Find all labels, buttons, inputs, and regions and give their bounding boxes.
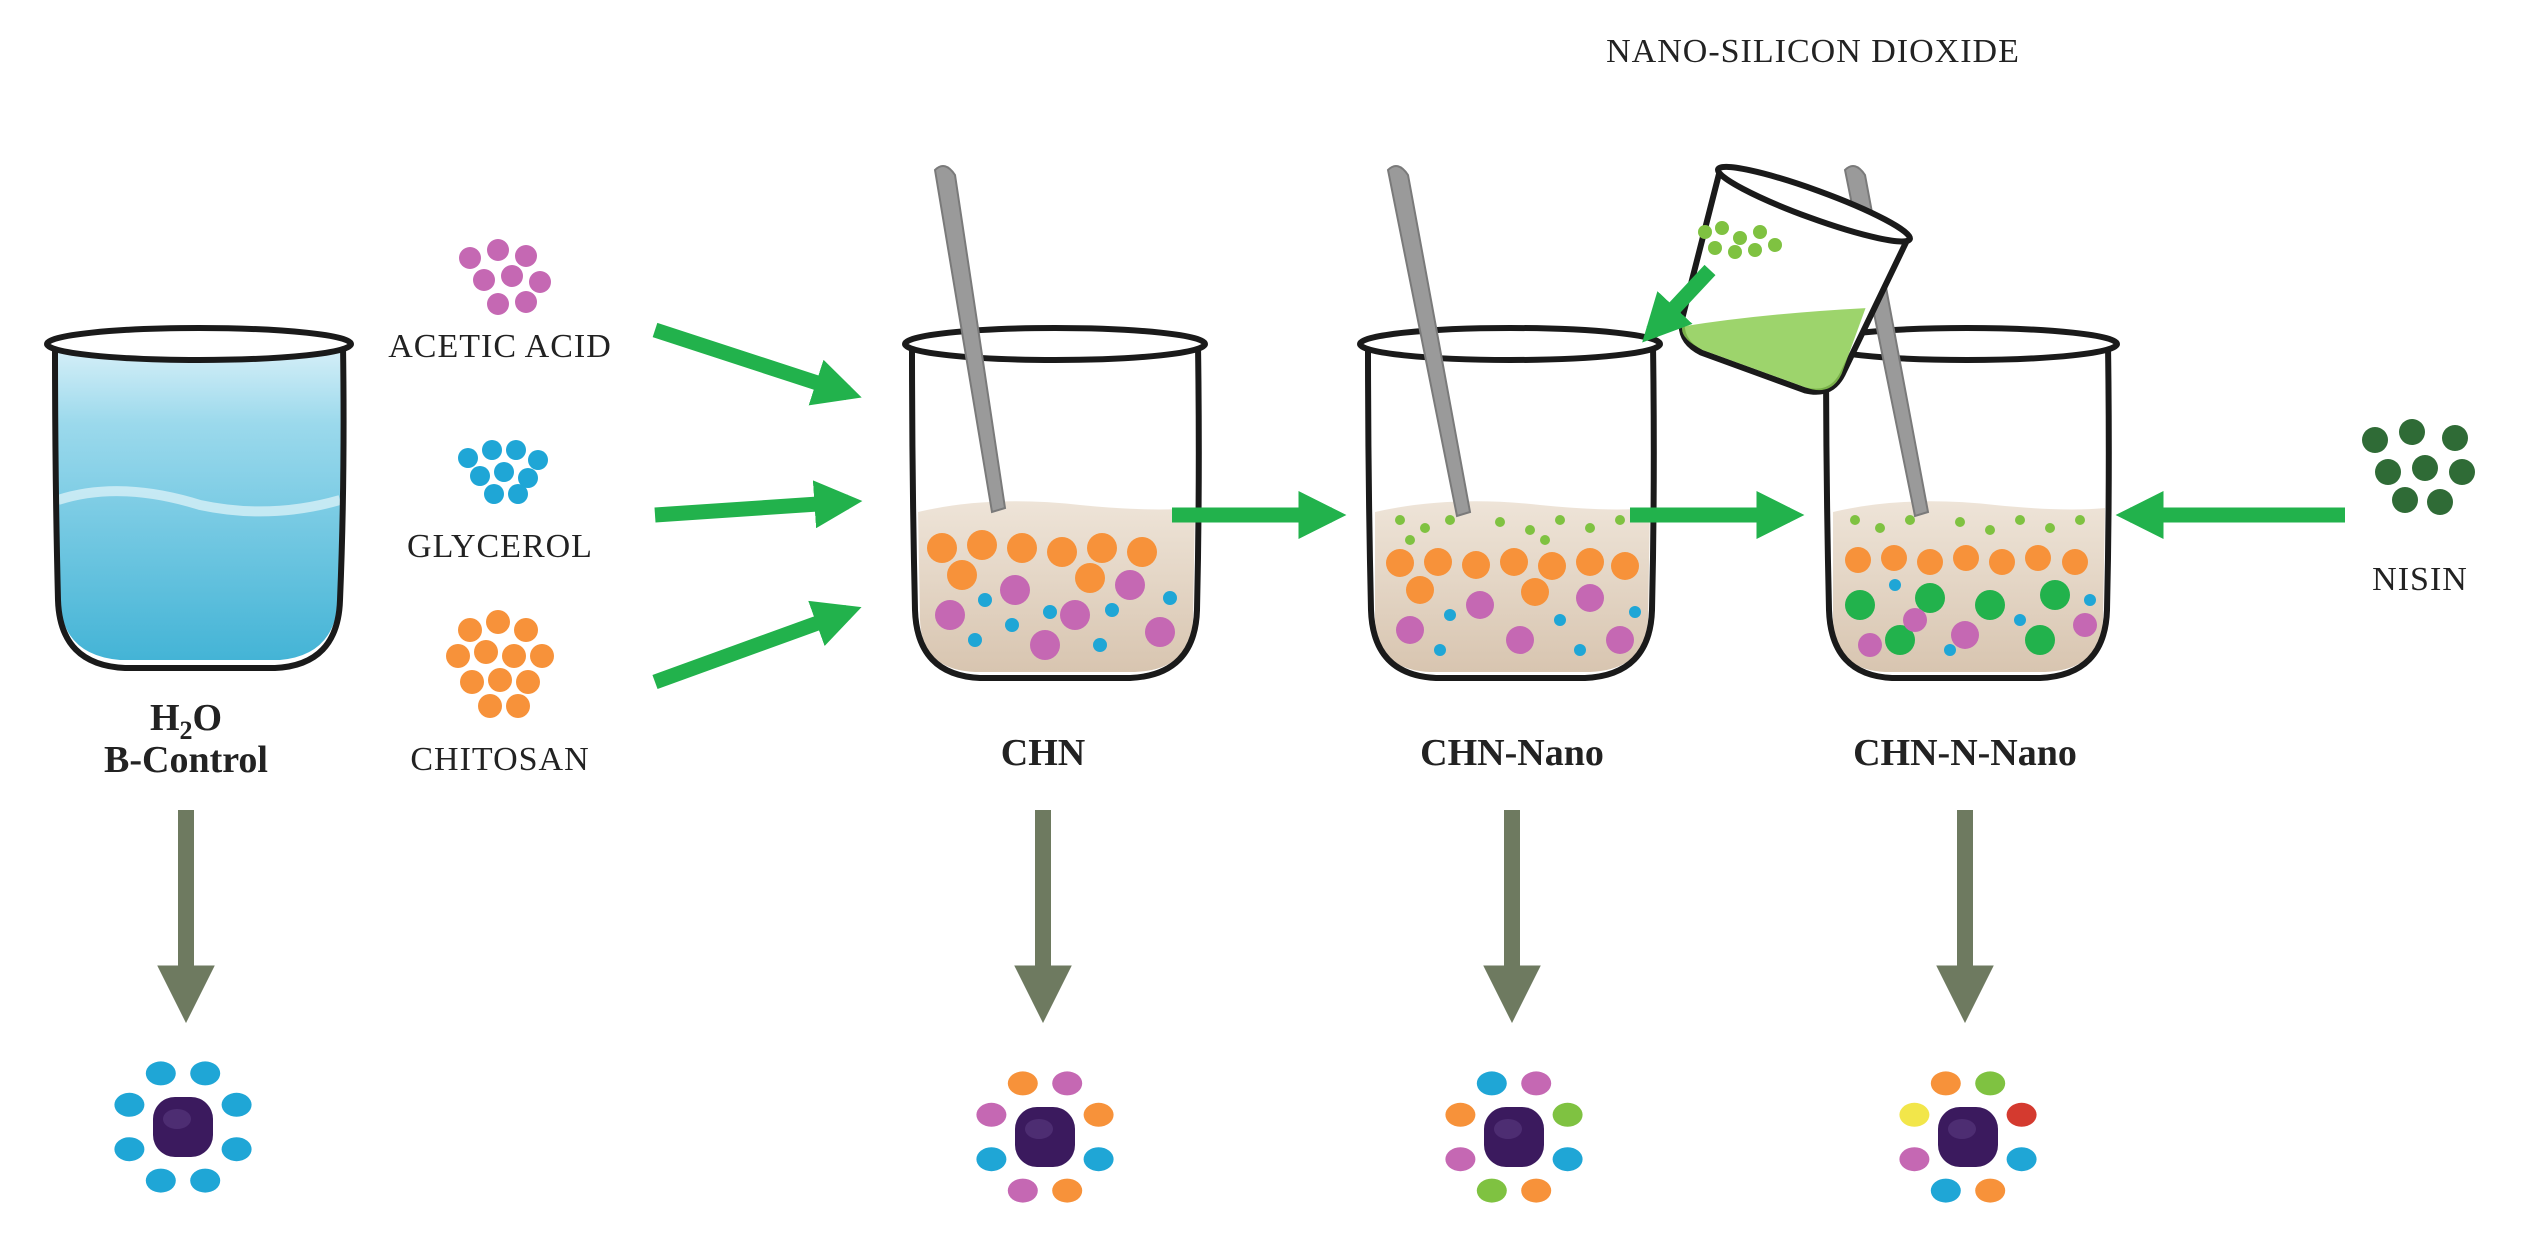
complex-ring-particle xyxy=(1975,1178,2006,1203)
complex-ring-particle xyxy=(114,1137,145,1162)
complex-chn xyxy=(976,1071,1114,1203)
complex-ring-particle xyxy=(1975,1071,2006,1096)
complex-ring-particle xyxy=(1930,1071,1961,1096)
complex-ring-particle xyxy=(1083,1147,1114,1172)
complex-ring-particle xyxy=(1552,1102,1583,1127)
complex-ring-particle xyxy=(1445,1102,1476,1127)
arrow-acetic-to-chn xyxy=(652,322,862,406)
flow-arrows xyxy=(652,264,2345,690)
complex-ring-particle xyxy=(1521,1178,1552,1203)
complex-ring-particle xyxy=(2006,1147,2037,1172)
complex-ring-particle xyxy=(1476,1178,1507,1203)
complex-chn-n-nano xyxy=(1899,1071,2037,1203)
chn-particles xyxy=(927,530,1177,660)
nisin-cluster xyxy=(2362,419,2475,515)
complex-ring-particle xyxy=(1083,1102,1114,1127)
b-control-label: B-Control xyxy=(104,739,268,781)
arrow-chitosan-to-chn xyxy=(652,600,862,690)
complex-ring-particle xyxy=(1552,1147,1583,1172)
arrow-glycerol-to-chn xyxy=(654,480,863,529)
complex-ring-particle xyxy=(1899,1147,1930,1172)
beaker-chn xyxy=(902,165,1208,681)
complex-b-control xyxy=(114,1061,252,1193)
complex-ring-particle xyxy=(1476,1071,1507,1096)
nano-silicon-granules xyxy=(1698,221,1782,259)
acetic-acid-cluster xyxy=(459,239,551,315)
complex-ring-particle xyxy=(1007,1178,1038,1203)
complex-core-highlight xyxy=(163,1109,191,1129)
complex-ring-particle xyxy=(190,1061,221,1086)
beaker-chn-nano xyxy=(1357,165,1663,681)
complex-ring-particle xyxy=(976,1102,1007,1127)
acetic-acid-label: ACETIC ACID xyxy=(388,328,612,365)
complex-ring-particle xyxy=(145,1061,176,1086)
glycerol-label: GLYCEROL xyxy=(407,528,593,565)
glycerol-cluster xyxy=(458,440,548,504)
pouring-beaker-nano-silicon xyxy=(1678,163,1913,395)
nano-silicon-label: NANO-SILICON DIOXIDE xyxy=(1606,33,2020,70)
down-arrows xyxy=(157,810,1994,1024)
chn-nano-label: CHN-Nano xyxy=(1420,732,1604,774)
chn-label: CHN xyxy=(1001,732,1085,774)
complex-ring-particle xyxy=(114,1092,145,1117)
complex-core-highlight xyxy=(1948,1119,1976,1139)
complex-ring-particle xyxy=(190,1168,221,1193)
complex-ring-particle xyxy=(1052,1071,1083,1096)
complex-ring-particle xyxy=(1899,1102,1930,1127)
chn-n-nano-particles xyxy=(1845,515,2097,657)
water-formula-label: H2O xyxy=(150,697,222,745)
nisin-label: NISIN xyxy=(2372,561,2468,598)
complex-core-highlight xyxy=(1025,1119,1053,1139)
beaker-chn-n-nano xyxy=(1814,165,2120,681)
chn-n-nano-label: CHN-N-Nano xyxy=(1853,732,2077,774)
complex-ring-particle xyxy=(1930,1178,1961,1203)
complex-ring-particle xyxy=(221,1092,252,1117)
complex-ring-particle xyxy=(976,1147,1007,1172)
complex-ring-particle xyxy=(145,1168,176,1193)
arrow-nano-to-chn-nano xyxy=(1642,264,1716,343)
complex-chn-nano xyxy=(1445,1071,1583,1203)
complex-ring-particle xyxy=(2006,1102,2037,1127)
chitosan-label: CHITOSAN xyxy=(410,741,589,778)
chn-nano-particles xyxy=(1386,515,1641,656)
complex-ring-particle xyxy=(1052,1178,1083,1203)
beaker-b-control xyxy=(44,325,354,671)
complex-core-highlight xyxy=(1494,1119,1522,1139)
complex-ring-particle xyxy=(1445,1147,1476,1172)
complex-ring-particle xyxy=(221,1137,252,1162)
complex-ring-particle xyxy=(1007,1071,1038,1096)
chitosan-cluster xyxy=(446,610,554,718)
complex-ring-particle xyxy=(1521,1071,1552,1096)
